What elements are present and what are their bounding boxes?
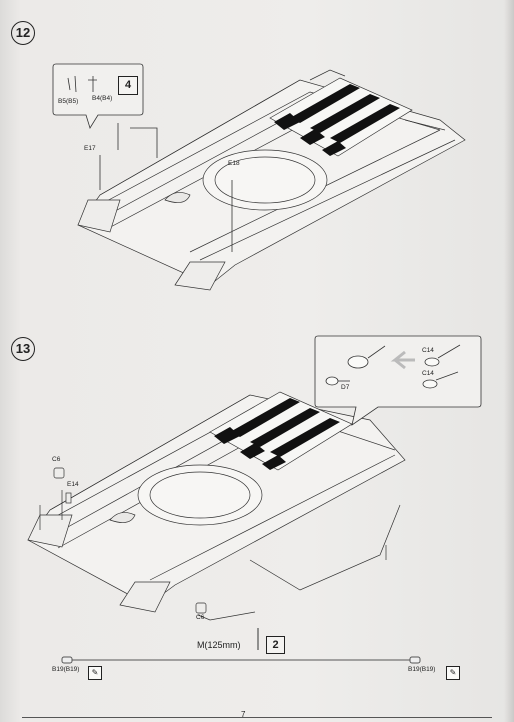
part-label-b19-right: B19(B19): [408, 666, 436, 673]
wire-length-label: M(125mm): [197, 640, 241, 650]
step-number-badge: 12: [11, 21, 35, 45]
pencil-icon: ✎: [446, 666, 460, 680]
part-label-c6-top: C6: [52, 456, 61, 463]
step-number-badge: 13: [11, 337, 35, 361]
page-edge-shadow: [504, 0, 514, 722]
part-label-d7: D7: [341, 384, 350, 391]
step-12-engine-deck: [269, 77, 413, 157]
part-label-b19-left: B19(B19): [52, 666, 80, 673]
part-label-b5: B5(B5): [58, 98, 79, 105]
quantity-value: 4: [124, 79, 132, 91]
part-label-c14-b: C14: [422, 370, 434, 377]
part-label-c14-a: C14: [422, 347, 434, 354]
part-label-c6-bottom: C6: [196, 614, 205, 621]
part-label-b4: B4(B4): [92, 95, 113, 102]
step-13-engine-deck: [209, 391, 353, 471]
page-number: 7: [241, 710, 246, 719]
part-label-e18: E18: [228, 160, 240, 167]
step-13-callout: [314, 335, 482, 426]
part-label-e14: E14: [67, 481, 79, 488]
quantity-value: 2: [272, 639, 279, 651]
quantity-box: 4: [118, 76, 138, 95]
step-13-wire: [61, 628, 421, 664]
part-label-e17: E17: [84, 145, 96, 152]
step-13-c6-parts: [53, 467, 207, 614]
pencil-icon: ✎: [88, 666, 102, 680]
quantity-box: 2: [266, 636, 285, 654]
page-footer-rule: [22, 717, 492, 718]
